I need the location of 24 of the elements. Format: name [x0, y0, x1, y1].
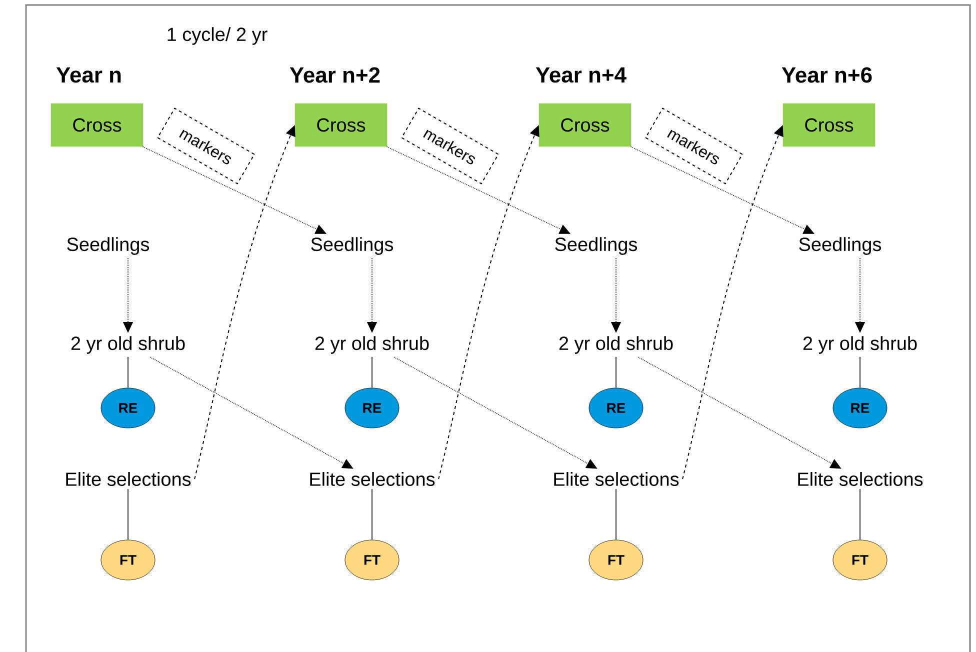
stage-label: Seedlings	[799, 237, 882, 255]
stage-label: Elite selections	[798, 472, 923, 486]
cross-box: Cross	[294, 103, 388, 147]
arrow	[638, 356, 842, 469]
cross-box: Cross	[538, 103, 632, 147]
stage-label: 2 yr old shrub	[559, 336, 673, 354]
stage-label: 2 yr old shrub	[803, 336, 917, 354]
cross-box: Cross	[782, 103, 876, 147]
stage-label: Seedlings	[311, 237, 394, 255]
stage-label: Elite selections	[554, 472, 679, 486]
cycle-note: 1 cycle/ 2 yr	[168, 27, 268, 45]
arrow	[394, 356, 598, 469]
stage-label: 2 yr old shrub	[71, 336, 185, 354]
arrow	[150, 356, 354, 469]
year-heading: Year n+6	[782, 67, 872, 83]
year-heading: Year n	[56, 67, 121, 83]
stage-label: Seedlings	[555, 237, 638, 255]
stage-label: Elite selections	[310, 472, 435, 486]
year-heading: Year n+4	[536, 67, 626, 83]
stage-label: 2 yr old shrub	[315, 336, 429, 354]
year-heading: Year n+2	[290, 67, 380, 83]
cross-box: Cross	[50, 103, 144, 147]
stage-label: Seedlings	[67, 237, 150, 255]
stage-label: Elite selections	[66, 472, 191, 486]
